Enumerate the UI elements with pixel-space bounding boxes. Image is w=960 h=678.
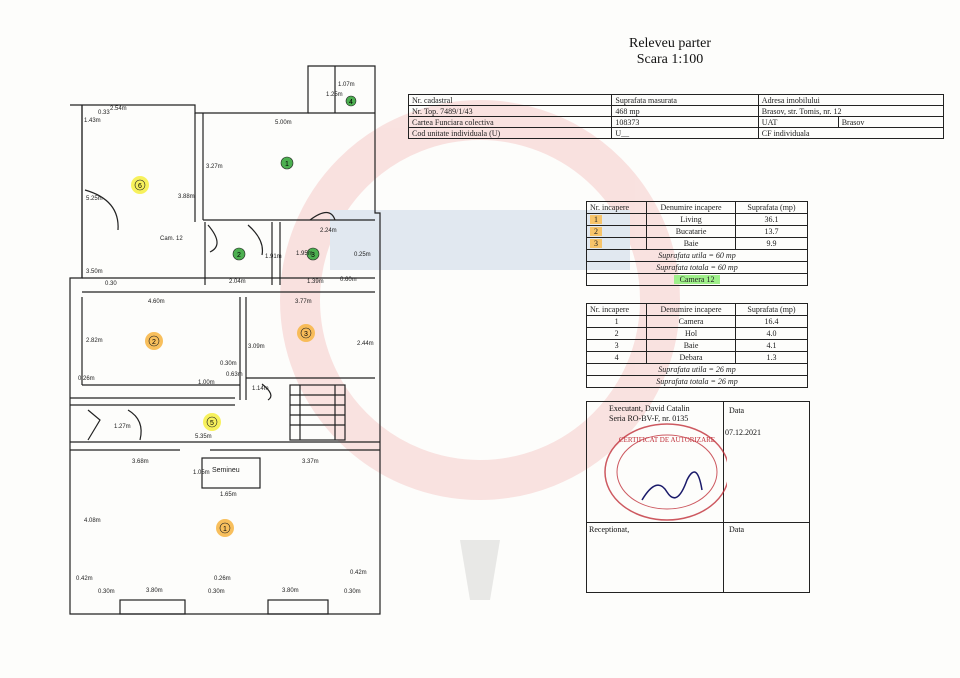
dim-label: 0.63m (226, 372, 243, 378)
marker-label: 3 (304, 331, 308, 338)
dim-label: 2.54m (110, 106, 127, 112)
authorization-stamp: CERTIFICAT DE AUTORIZARE (604, 423, 727, 521)
util-area: Suprafata utila = 60 mp (586, 249, 808, 262)
marker-2-upper (232, 247, 246, 261)
rooms-table-ground: Nr. incapere Denumire incapere Suprafata… (585, 201, 809, 286)
date-value: 07.12.2021 (725, 428, 761, 437)
executant-label: Executant, David Catalin (609, 404, 690, 413)
dim-label: 2.24m (320, 228, 337, 234)
table-row: 1 Living 36.1 (585, 213, 809, 226)
table-row: Cartea Funciara colectiva 108373 UAT Bra… (407, 116, 945, 128)
dim-label: 1.65m (220, 492, 237, 498)
dim-label: 0.30m (98, 589, 115, 595)
marker-label: 1 (223, 526, 227, 533)
table-header-row: Nr. incapere Denumire incapere Suprafata… (585, 303, 809, 316)
dim-label: 1.27m (114, 424, 131, 430)
marker-label: 3 (311, 252, 315, 259)
camera-label: Camera 12 (673, 275, 721, 284)
dim-label: 5.25m (86, 196, 103, 202)
marker-6-highlight (131, 176, 149, 194)
receptionat-label: Receptionat, (589, 525, 630, 534)
dim-label: 1.25m (326, 92, 343, 98)
seria-label: Seria RO-BV-F, nr. 0135 (609, 414, 689, 423)
dim-label: 5.00m (275, 120, 292, 126)
dim-label: 1.39m (307, 279, 324, 285)
dim-label: 2.04m (229, 279, 246, 285)
table-row: Cod unitate individuala (U) U__ CF indiv… (407, 127, 945, 139)
table-row: Nr. cadastral Suprafata masurata Adresa … (407, 94, 945, 106)
dim-label: 0.42m (76, 576, 93, 582)
table-row: 4 Debara 1.3 (585, 351, 809, 364)
marker-label: 1 (285, 161, 289, 168)
marker-3-highlight (297, 324, 315, 342)
dim-label: 0.30 (105, 281, 117, 287)
dim-label: 0.26m (78, 376, 95, 382)
dim-label: 1.43m (84, 118, 101, 124)
dim-label: 4.60m (148, 299, 165, 305)
table-row: 3 Baie 4.1 (585, 339, 809, 352)
table-row: 3 Baie 9.9 (585, 237, 809, 250)
table-row: 2 Bucatarie 13.7 (585, 225, 809, 238)
marker-5-highlight (203, 413, 221, 431)
signature-mark (641, 471, 703, 501)
room-label: Cam. 12 (160, 236, 183, 242)
dim-label: 5.35m (195, 434, 212, 440)
dim-label: 1.07m (338, 82, 355, 88)
scale-label: Scara 1:100 (636, 52, 704, 67)
dim-label: 3.50m (86, 269, 103, 275)
data-label: Data (729, 406, 745, 415)
dim-label: 1.00m (198, 380, 215, 386)
dim-label: 1.91m (265, 254, 282, 260)
dim-label: 0.30m (208, 589, 225, 595)
dim-label: 0.60m (340, 277, 357, 283)
data-label-2: Data (729, 525, 745, 534)
marker-label: 4 (349, 99, 353, 106)
dim-label: 3.80m (282, 588, 299, 594)
dim-label: 2.44m (357, 341, 374, 347)
dim-label: 3.88m (178, 194, 195, 200)
marker-1-upper (280, 156, 294, 170)
table-row: 1 Camera 16.4 (585, 315, 809, 328)
dim-label: 0.30m (220, 361, 237, 367)
table-row: Nr. Top. 7489/1/43 468 mp Brasov, str. T… (407, 105, 945, 117)
marker-2-highlight (145, 332, 163, 350)
dim-label: 0.33 (98, 110, 110, 116)
marker-label: 5 (210, 420, 214, 427)
property-info-table: Nr. cadastral Suprafata masurata Adresa … (407, 94, 945, 139)
page-title: Releveu parter (628, 36, 711, 51)
table-row: 2 Hol 4.0 (585, 327, 809, 340)
dim-label: 3.68m (132, 459, 149, 465)
table-header-row: Nr. incapere Denumire incapere Suprafata… (585, 201, 809, 214)
dim-label: 1.05m (193, 470, 210, 476)
semineu-label: Semineu (212, 467, 240, 474)
total-area: Suprafata totala = 26 mp (586, 375, 808, 388)
dim-label: 1.95m (296, 251, 313, 257)
dim-label: 3.37m (302, 459, 319, 465)
dim-label: 0.25m (354, 252, 371, 258)
rooms-table-camera: Nr. incapere Denumire incapere Suprafata… (585, 303, 809, 388)
marker-3-upper (306, 247, 320, 261)
dim-label: 0.30m (344, 589, 361, 595)
total-area: Suprafata totala = 60 mp (586, 261, 808, 274)
dim-label: 1.14m (252, 386, 269, 392)
marker-label: 2 (237, 252, 241, 259)
dim-label: 3.77m (295, 299, 312, 305)
dim-label: 2.82m (86, 338, 103, 344)
svg-text:CERTIFICAT DE AUTORIZARE: CERTIFICAT DE AUTORIZARE (619, 436, 715, 444)
marker-label: 6 (138, 183, 142, 190)
dim-label: 3.80m (146, 588, 163, 594)
marker-label: 2 (152, 339, 156, 346)
dim-label: 0.42m (350, 570, 367, 576)
dim-label: 0.26m (214, 576, 231, 582)
util-area: Suprafata utila = 26 mp (586, 363, 808, 376)
marker-4-upper (345, 95, 357, 107)
dim-label: 3.09m (248, 344, 265, 350)
dim-label: 3.27m (206, 164, 223, 170)
dim-label: 4.08m (84, 518, 101, 524)
signature-block: Executant, David Catalin Seria RO-BV-F, … (586, 401, 810, 593)
marker-1-highlight (216, 519, 234, 537)
